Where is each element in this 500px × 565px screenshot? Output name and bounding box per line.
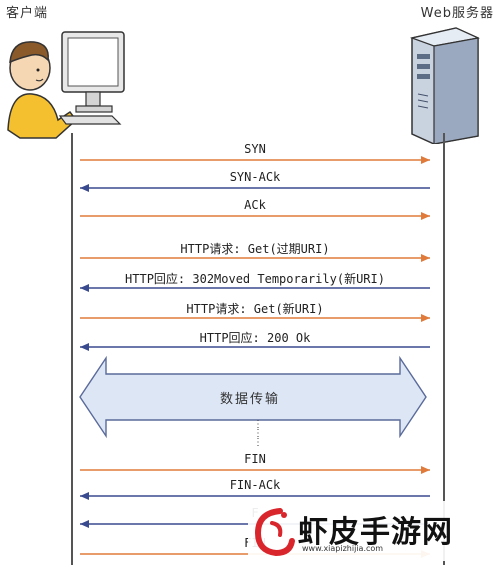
monitor-illustration: [58, 31, 125, 125]
message-label: HTTP回应: 200 Ok: [199, 331, 311, 345]
message-arrow-head: [421, 314, 430, 322]
message-arrow-head: [421, 156, 430, 164]
watermark: 虾皮手游网 www.xiapizhijia.com: [248, 501, 496, 561]
message-label: SYN: [244, 142, 266, 156]
message-label: ACk: [244, 198, 266, 212]
data-transfer-band: [79, 355, 427, 439]
message-arrow-head: [80, 284, 89, 292]
watermark-url: www.xiapizhijia.com: [302, 544, 384, 553]
message-arrow-head: [80, 492, 89, 500]
watermark-title: 虾皮手游网: [298, 515, 453, 550]
data-transfer-label: 数据传输: [219, 392, 280, 407]
client-computer-icon: [7, 31, 125, 139]
message-arrow-head: [421, 466, 430, 474]
message-arrow-head: [80, 520, 89, 528]
message-label: FIN: [244, 452, 266, 466]
web-server-icon: [409, 27, 480, 144]
server-title: Web服务器: [420, 6, 494, 21]
message-arrow-head: [421, 212, 430, 220]
message-label: HTTP请求: Get(新URI): [186, 302, 324, 316]
message-label: FIN-ACk: [229, 478, 281, 492]
message-arrow-head: [80, 184, 89, 192]
message-label: HTTP请求: Get(过期URI): [180, 242, 330, 256]
ellipsis-dots: ⋮⋮⋮: [253, 419, 263, 448]
message-label: SYN-ACk: [229, 170, 281, 184]
message-arrow-head: [80, 343, 89, 351]
person-illustration: [7, 41, 78, 139]
server-lifeline: [443, 133, 445, 565]
shrimp-logo-icon: [254, 508, 295, 557]
client-lifeline: [71, 133, 73, 565]
message-arrow-head: [421, 254, 430, 262]
client-title: 客户端: [6, 6, 49, 21]
message-label: HTTP回应: 302Moved Temporarily(新URI): [125, 272, 385, 286]
